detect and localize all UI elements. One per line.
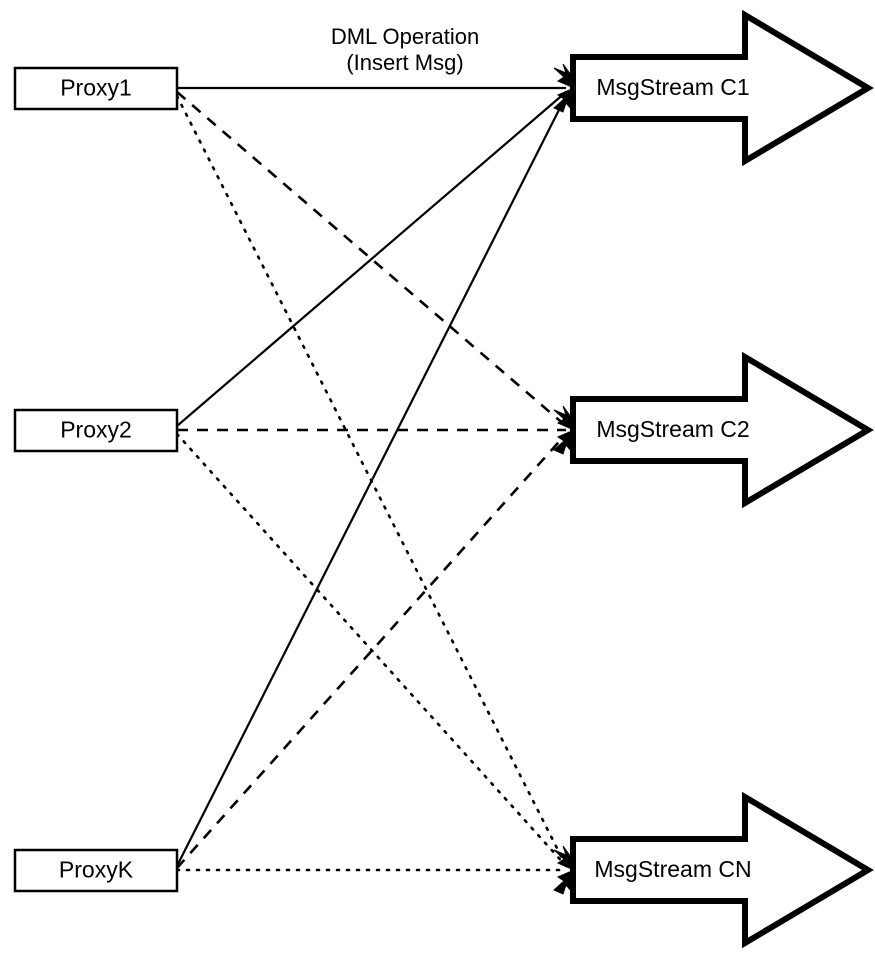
edges-layer	[175, 86, 568, 872]
proxy1-box	[13, 66, 179, 111]
edge-proxy2-cn	[175, 432, 568, 868]
edge-proxy1-c2	[176, 91, 567, 427]
stream_c2-label: MsgStream C2	[596, 416, 749, 442]
edge-label-line1: DML Operation	[331, 24, 479, 49]
edge-proxy2-c1	[176, 91, 567, 427]
edge-proxyk-c2	[176, 433, 567, 869]
edge-label-dml-operation: DML Operation (Insert Msg)	[331, 24, 479, 75]
stream_c2-shape	[570, 351, 874, 509]
proxyk-label: ProxyK	[59, 857, 134, 883]
arrowheads-layer	[553, 63, 576, 895]
proxy2-node[interactable]: Proxy2	[13, 408, 179, 453]
stream_cn-shape	[570, 791, 874, 949]
stream_c1-shape	[570, 9, 874, 167]
proxy2-label: Proxy2	[60, 417, 132, 443]
stream_c2[interactable]: MsgStream C2	[570, 351, 874, 509]
edge-label-line2: (Insert Msg)	[346, 50, 463, 75]
stream_c1-label: MsgStream C1	[596, 74, 749, 100]
proxy1-label: Proxy1	[60, 75, 132, 101]
proxy2-box	[13, 408, 179, 453]
stream_c1[interactable]: MsgStream C1	[570, 9, 874, 167]
proxyk-box	[13, 848, 179, 893]
stream_cn-label: MsgStream CN	[594, 856, 751, 882]
proxy1-node[interactable]: Proxy1	[13, 66, 179, 111]
streams-layer: MsgStream C1 MsgStream C2 MsgStream CN	[570, 9, 874, 949]
edge-proxyk-c1	[176, 95, 567, 867]
stream_cn[interactable]: MsgStream CN	[570, 791, 874, 949]
proxyk-node[interactable]: ProxyK	[13, 848, 179, 893]
